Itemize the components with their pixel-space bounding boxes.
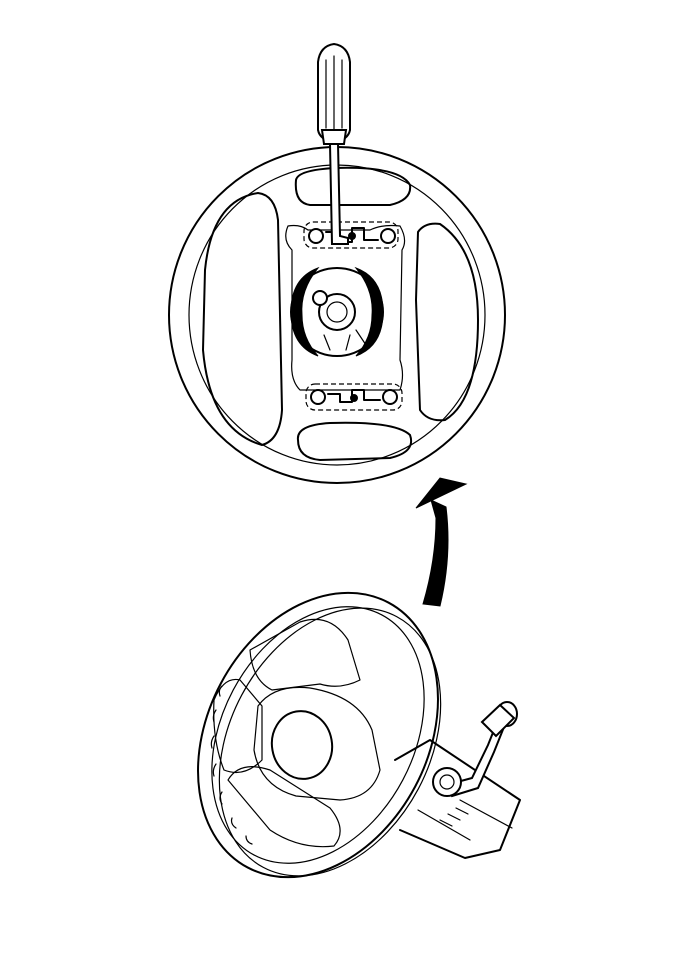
rim-grip-texture [210, 685, 253, 845]
installed-hub-pad [253, 686, 381, 801]
upper-retainer-hole-left [308, 228, 324, 244]
installed-spoke-lower [227, 766, 341, 848]
spoke-opening-top [294, 166, 412, 206]
installed-spoke-upper [249, 618, 361, 691]
upper-retainer-screw-point [348, 232, 356, 240]
lower-retainer-hole-right [382, 389, 398, 405]
upper-retainer-hole-right [380, 228, 396, 244]
spoke-opening-right [415, 222, 479, 422]
lower-retainer-hole-left [310, 389, 326, 405]
tilt-lever-knob-body [480, 703, 516, 738]
installed-rim-outer [197, 591, 439, 879]
lower-retainer-screw-point [350, 394, 358, 402]
shaft-nut-outer [318, 293, 356, 331]
installed-horn-pad [270, 710, 334, 780]
column-switch-inner [439, 774, 455, 790]
screwdriver-handle-grooves [325, 55, 343, 135]
steering-column-housing [394, 739, 521, 859]
steering-wheel-installed-view [197, 591, 521, 879]
arrow-shaft [422, 499, 449, 607]
spoke-opening-left [202, 192, 283, 446]
installed-spoke-left [213, 678, 263, 773]
spoke-opening-bottom [296, 421, 412, 461]
steering-column-lower-edge [417, 799, 513, 841]
installed-rim-back [218, 607, 442, 877]
hub-reference-hole [312, 290, 328, 306]
column-opening-shade-left [290, 266, 320, 357]
column-switch-outer [432, 767, 462, 797]
screwdriver-shaft [328, 143, 349, 245]
screwdriver-ferrule [320, 129, 348, 145]
curved-arrow-icon [415, 477, 468, 607]
installed-rim-inner [211, 606, 425, 864]
column-opening-shade-right [354, 266, 384, 357]
hub-lower-detail [323, 329, 367, 351]
hub-body-outline [285, 224, 406, 391]
screwdriver-icon [317, 42, 351, 245]
shaft-nut-inner [326, 301, 348, 323]
lower-retainer-slot [305, 383, 403, 411]
column-hatching [439, 807, 469, 827]
arrow-head [415, 477, 468, 509]
